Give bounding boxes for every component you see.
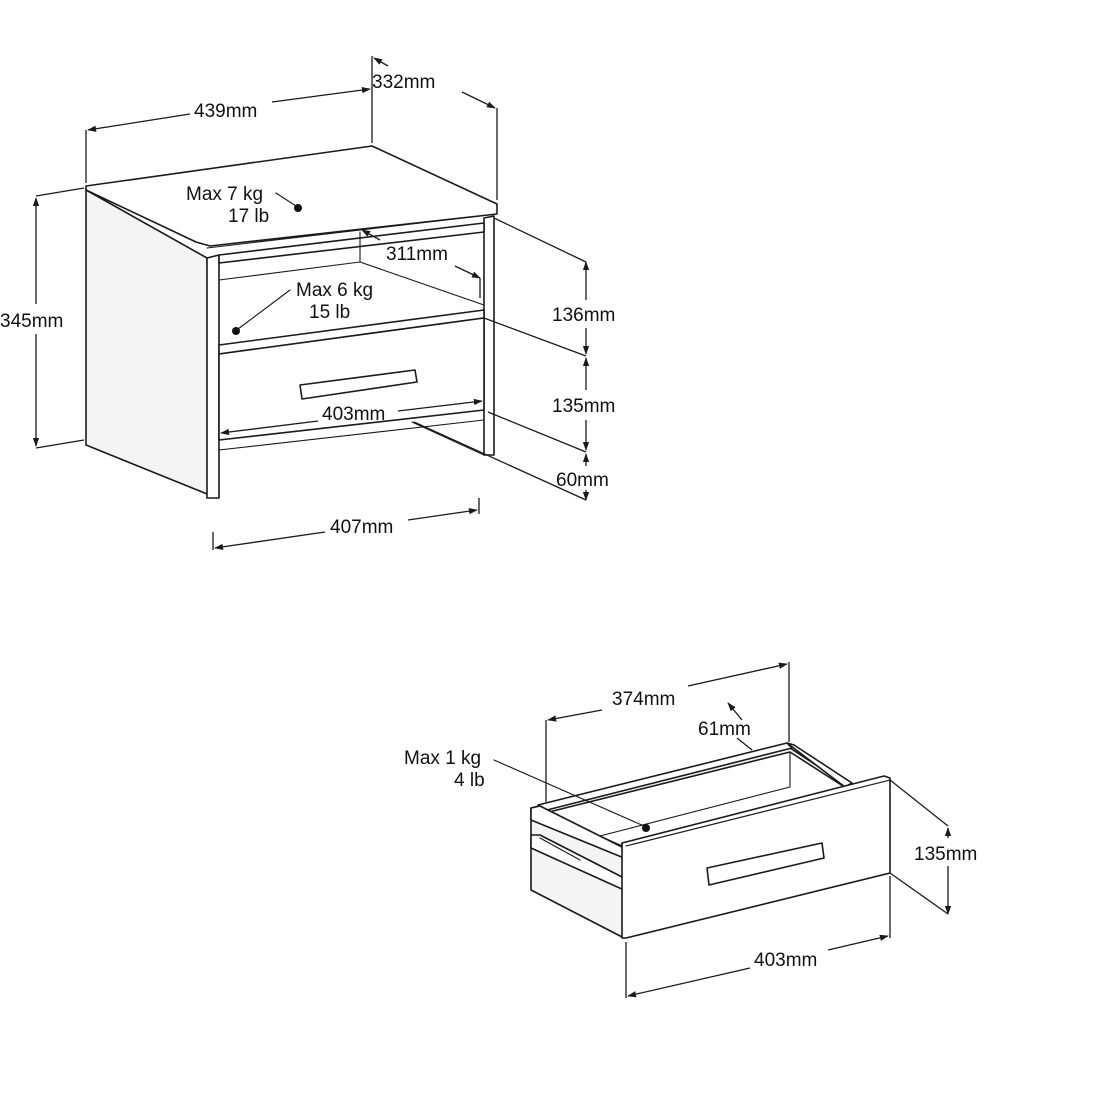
width-dim-b: [271, 86, 371, 103]
inner-width-dim-b: [687, 662, 788, 687]
base-width-label: 407mm: [330, 517, 393, 538]
shelf-load-leader: [237, 289, 291, 330]
inner-floor-line: [599, 786, 791, 837]
drawer-dimensions: [545, 662, 952, 998]
base-dim-a: [214, 531, 326, 550]
drawer-front-width-label: 403mm: [322, 404, 385, 425]
shelf-floor-edge: [359, 261, 485, 306]
nightstand-top: [85, 145, 498, 247]
front-right-post: [483, 215, 495, 456]
drawer-load-leader: [493, 759, 645, 827]
width-label: 439mm: [194, 101, 257, 122]
drawer-handle: [299, 369, 418, 400]
depth-dim-b: [736, 737, 753, 751]
shelf-depth-dim-a: [361, 229, 381, 241]
top-load-lb: 17 lb: [228, 206, 269, 227]
drawer-drawing: [493, 742, 891, 939]
top-load-kg: Max 7 kg: [186, 184, 263, 205]
drawer-load-kg: Max 1 kg: [404, 748, 481, 769]
top-load-leader: [275, 192, 297, 207]
drawer-front-handle: [706, 842, 825, 886]
right-ext-low: [487, 411, 587, 453]
drawer-right-rim: [786, 742, 853, 788]
top-edge-line: [206, 213, 498, 249]
shelf-depth-label: 311mm: [386, 244, 448, 265]
inner-width-dim-a: [547, 709, 603, 722]
front-width-dim-a: [220, 420, 319, 436]
drawer-h-ext-bottom: [889, 872, 949, 915]
plinth-height-label: 60mm: [556, 470, 609, 491]
right-ext-mid: [483, 317, 587, 357]
shelf-load-kg: Max 6 kg: [296, 280, 373, 301]
plinth-side-line: [411, 421, 485, 456]
front-left-post: [206, 254, 220, 499]
depth-dim-a: [727, 702, 743, 721]
nightstand-labels: 332mm 439mm 345mm Max 7 kg 17 lb 311mm M…: [0, 72, 615, 538]
drawer-front-width-label: 403mm: [754, 950, 817, 971]
nightstand-drawing: [85, 145, 498, 499]
front-width-dim-a: [627, 967, 751, 998]
shelf-load-lb: 15 lb: [309, 302, 350, 323]
height-ext-bottom: [35, 439, 85, 449]
drawer-h-ext-top: [889, 779, 949, 827]
drawer-height-label: 135mm: [914, 844, 977, 865]
height-ext-top: [35, 187, 85, 197]
drawer-depth-label: 61mm: [698, 719, 751, 740]
front-apron: [218, 222, 485, 264]
shelf-depth-dim-b: [454, 265, 481, 279]
depth-dim-a: [373, 57, 389, 67]
right-ext-bottom: [413, 421, 587, 501]
base-dim-b: [407, 508, 478, 521]
nightstand-dimensions: [32, 56, 590, 550]
drawer-inner-width-label: 374mm: [612, 689, 675, 710]
height-label: 345mm: [0, 311, 63, 332]
opening-height-label: 136mm: [552, 305, 615, 326]
plinth-line: [218, 419, 485, 451]
drawer-load-lb: 4 lb: [454, 770, 485, 791]
drawer-labels: 374mm 61mm Max 1 kg 4 lb 135mm 403mm: [404, 689, 977, 971]
drawer-height-label: 135mm: [552, 396, 615, 417]
front-top-edge: [625, 779, 891, 847]
runner-groove: [539, 837, 581, 861]
right-ext-top: [493, 217, 587, 263]
width-dim-a: [87, 113, 191, 132]
depth-dim-b: [461, 91, 496, 109]
depth-label: 332mm: [372, 72, 435, 93]
front-width-dim-b: [827, 934, 889, 951]
shelf-back-line: [218, 261, 361, 281]
front-width-dim-b: [397, 398, 483, 412]
